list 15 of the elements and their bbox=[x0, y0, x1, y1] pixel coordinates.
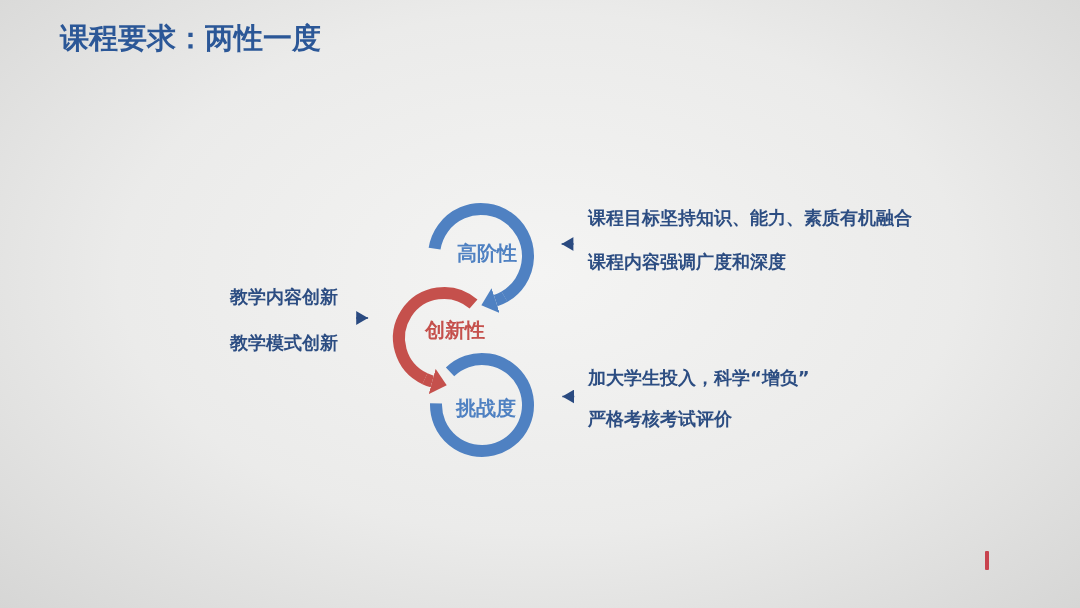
description-text: 加大学生投入，科学“增负” bbox=[588, 367, 810, 389]
description-text: 教学内容创新 bbox=[230, 286, 338, 308]
triangle-pointer bbox=[561, 237, 574, 251]
curved-arrow bbox=[422, 368, 447, 394]
description-text: 课程内容强调广度和深度 bbox=[588, 251, 787, 273]
description-text: 课程目标坚持知识、能力、素质有机融合 bbox=[588, 207, 912, 229]
description-text: 严格考核考试评价 bbox=[588, 408, 733, 430]
slide-title: 课程要求：两性一度 bbox=[60, 20, 321, 57]
description-text: 教学模式创新 bbox=[230, 332, 338, 354]
ring-label: 高阶性 bbox=[457, 241, 517, 265]
triangle-pointer bbox=[356, 311, 369, 325]
triangle-pointer bbox=[562, 389, 575, 404]
ring-label: 创新性 bbox=[425, 318, 485, 342]
ring-label: 挑战度 bbox=[456, 396, 516, 420]
curved-arrow bbox=[481, 288, 508, 313]
